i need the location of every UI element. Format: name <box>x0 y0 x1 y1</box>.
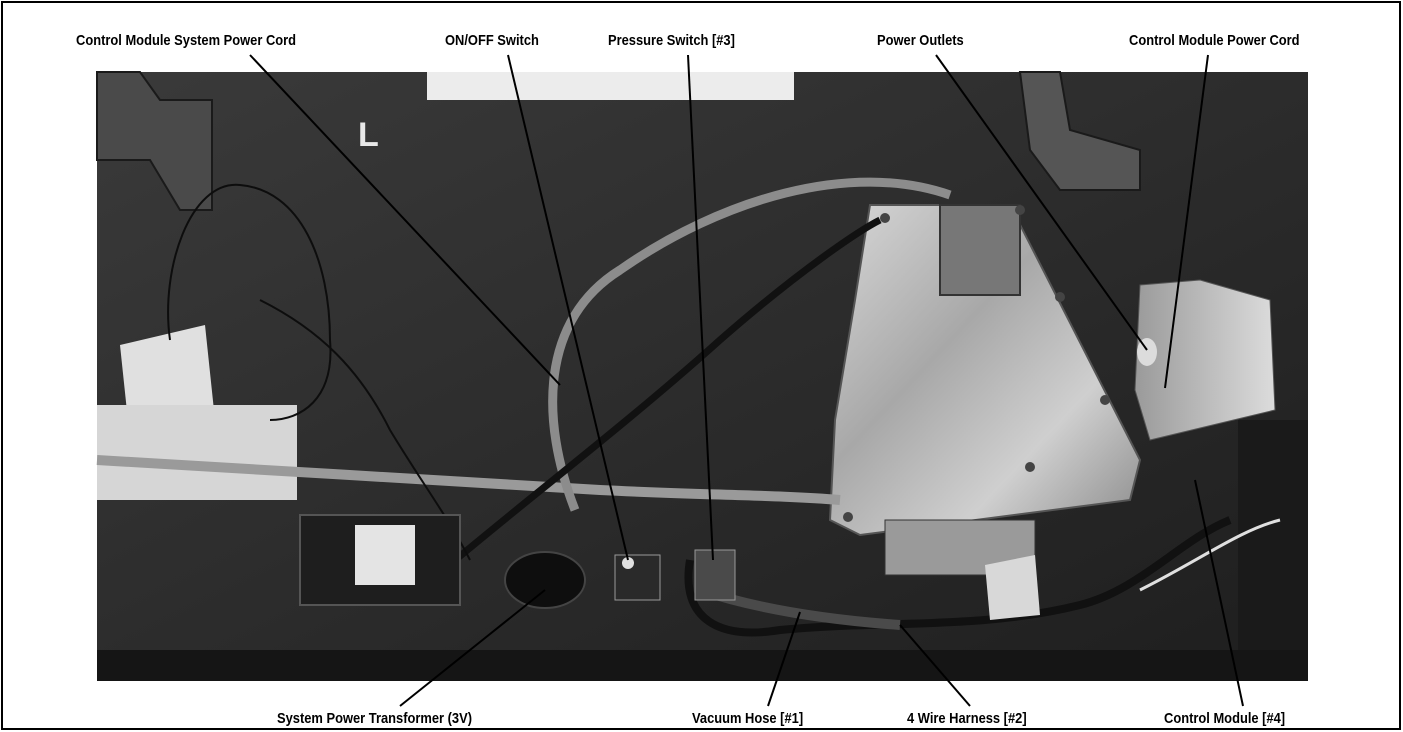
photo: L <box>96 71 1308 681</box>
power-outlet <box>1137 338 1157 366</box>
leader-lines <box>249 54 1244 707</box>
screw-6 <box>843 512 853 522</box>
screw-4 <box>1100 395 1110 405</box>
plug-transformer <box>504 551 586 609</box>
metal-panel <box>828 204 1142 537</box>
switch-box-top <box>939 204 1021 296</box>
label-vacuum-hose: Vacuum Hose [#1] <box>692 710 804 727</box>
leader-power-outlets <box>935 54 1148 351</box>
leader-control-module <box>1194 479 1244 707</box>
label-control-module-system-power-cord: Control Module System Power Cord <box>76 32 297 49</box>
on-off-switch-body <box>614 554 661 601</box>
paper-label-lower <box>97 405 297 500</box>
leader-pressure-switch <box>687 54 714 561</box>
control-module-box <box>1134 279 1276 441</box>
on-off-switch-knob <box>622 557 634 569</box>
screw-1 <box>880 213 890 223</box>
label-power-outlets: Power Outlets <box>877 32 964 49</box>
gray-power-cord <box>548 177 952 512</box>
label-on-off-switch: ON/OFF Switch <box>445 32 539 49</box>
white-paper <box>427 72 794 100</box>
right-bracket <box>1018 71 1141 191</box>
bottom-rail <box>97 650 1308 681</box>
leader-on-off-switch <box>507 54 629 561</box>
screw-3 <box>1055 292 1065 302</box>
leader-four-wire-harness <box>899 624 971 707</box>
label-system-power-transformer: System Power Transformer (3V) <box>277 710 473 727</box>
label-four-wire-harness: 4 Wire Harness [#2] <box>907 710 1027 727</box>
floor-mark: L <box>358 116 379 154</box>
tag <box>985 555 1040 620</box>
screw-2 <box>1015 205 1025 215</box>
leader-vacuum-hose <box>767 611 801 707</box>
thin-wires-left <box>167 183 332 421</box>
left-bracket <box>96 71 213 211</box>
leader-control-module-system-power-cord <box>249 54 561 386</box>
pressure-switch-body <box>694 549 736 601</box>
label-pressure-switch: Pressure Switch [#3] <box>608 32 735 49</box>
dark-cable <box>417 216 882 593</box>
white-wires <box>1139 518 1281 592</box>
label-control-module: Control Module [#4] <box>1164 710 1286 727</box>
right-cylinder <box>1238 420 1308 650</box>
transformer-label <box>355 525 415 585</box>
label-control-module-power-cord: Control Module Power Cord <box>1129 32 1300 49</box>
harness-path <box>684 516 1232 637</box>
leader-control-module-power-cord <box>1164 54 1209 389</box>
leader-system-power-transformer <box>399 589 546 707</box>
screw-5 <box>1025 462 1035 472</box>
